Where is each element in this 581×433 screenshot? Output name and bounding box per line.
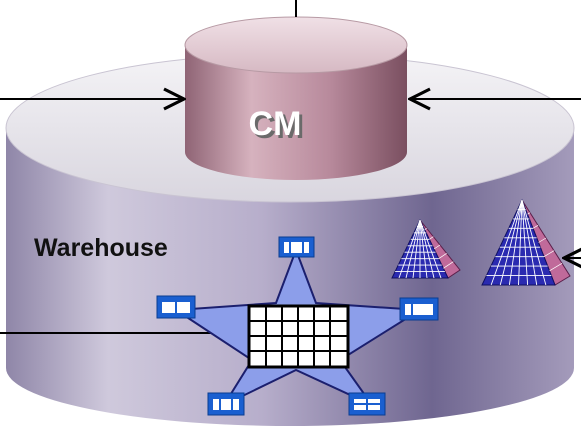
connectors [0,0,581,334]
star-schema [156,236,439,416]
cm-label-shadow: CM [252,108,305,146]
dimension-table-icon-left [156,295,196,319]
cm-cylinder: CM CM [184,16,408,180]
cm-top [184,16,408,74]
data-cube-pyramid-icon-small [391,218,461,279]
dimension-table-icon-top [278,236,315,258]
warehouse-label: Warehouse [34,234,168,262]
cm-body [185,45,407,180]
dimension-table-icon-right [399,297,439,321]
dimension-table-icon-bottom-left [207,392,245,416]
fact-table-grid-icon [247,304,350,369]
cm-label: CM [249,105,302,143]
data-cube-pyramid-icon-large [481,198,571,286]
dimension-table-icon-bottom-right [348,392,386,416]
